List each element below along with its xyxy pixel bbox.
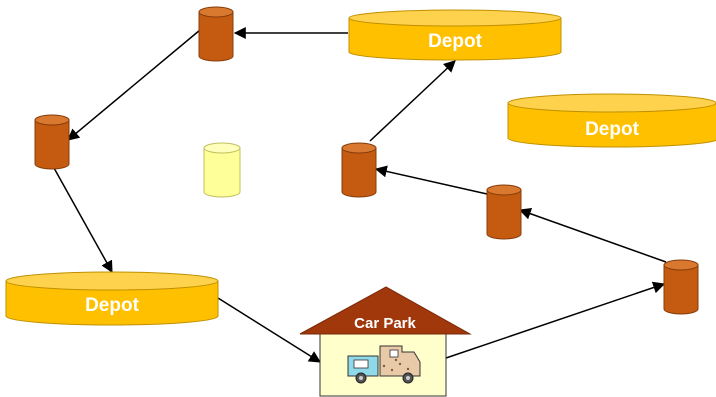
bin-empty xyxy=(203,142,241,198)
route-arrow-bin-left-to-depot-left xyxy=(53,167,113,274)
bin-left xyxy=(34,114,70,170)
depot-label: Depot xyxy=(428,31,483,52)
car-park: Car Park xyxy=(299,286,472,397)
bin-top xyxy=(198,6,234,62)
bin-mid xyxy=(341,142,377,198)
route-arrow-depot-left-to-carpark xyxy=(217,297,322,363)
route-arrow-carpark-to-bin-farright xyxy=(445,281,666,359)
route-arrows xyxy=(53,27,667,363)
depot-top: Depot xyxy=(348,9,562,61)
depot-label: Depot xyxy=(85,295,140,316)
car-park-roof xyxy=(299,286,472,335)
depot-label: Depot xyxy=(585,119,640,140)
bin-midright xyxy=(486,184,522,240)
depot-right: Depot xyxy=(507,93,716,148)
car-park-label: Car Park xyxy=(354,315,416,332)
route-arrow-bin-farright-to-bin-midright xyxy=(518,207,667,263)
depot-left: Depot xyxy=(5,271,219,326)
route-arrow-bin-mid-to-depot-top xyxy=(369,60,456,142)
bin-farright xyxy=(663,259,699,315)
route-arrow-bin-top-to-bin-left xyxy=(67,29,201,141)
truck-icon xyxy=(347,345,421,384)
route-arrow-bin-midright-to-bin-mid xyxy=(374,165,488,195)
